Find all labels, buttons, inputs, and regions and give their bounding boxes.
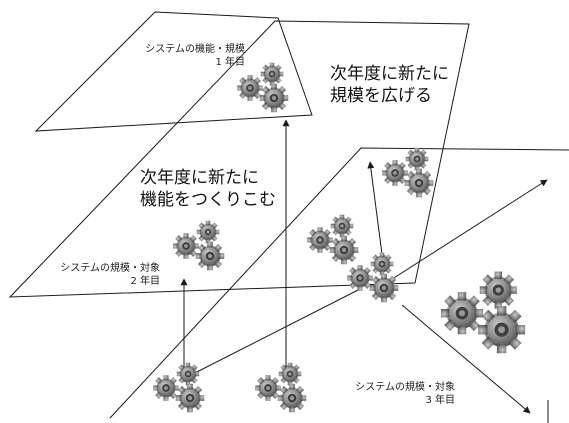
gears-icon (441, 272, 525, 354)
gears-icon (237, 63, 288, 113)
arrow-expand-lower-left (184, 287, 363, 379)
annotation-build-function-line2: 機能をつくりこむ (140, 190, 276, 210)
annotation-expand-scale-line1: 次年度に新たに (330, 64, 449, 84)
arrow-expand-lower-right (401, 304, 531, 414)
caption-year2-line1: システムの規模・対象 (60, 263, 160, 274)
gears-icon (173, 221, 224, 271)
gears-icon (255, 363, 306, 413)
caption-year1-line2: 1 年目 (215, 57, 245, 68)
gears-icon (307, 215, 358, 265)
caption-year3-line2: 3 年目 (425, 395, 455, 406)
gears-icon (153, 363, 204, 413)
gears-icon (347, 253, 398, 303)
annotation-expand-scale: 次年度に新たに 規模を広げる (330, 63, 449, 107)
annotation-build-function-line1: 次年度に新たに (140, 168, 259, 188)
plane-year2 (8, 20, 470, 298)
annotation-expand-scale-line2: 規模を広げる (330, 86, 432, 106)
arrow-vertical-right (367, 161, 386, 263)
annotation-build-function: 次年度に新たに 機能をつくりこむ (140, 167, 276, 211)
gears-icon (382, 148, 433, 198)
caption-year2-line2: 2 年目 (130, 276, 160, 287)
plane-year3 (109, 147, 569, 419)
arrow-expand-upper-right (374, 179, 548, 291)
caption-year3: システムの規模・対象 3 年目 (340, 381, 455, 407)
caption-year3-line1: システムの規模・対象 (355, 382, 455, 393)
caption-year2: システムの規模・対象 2 年目 (45, 262, 160, 288)
caption-year1: システムの機能・規模 1 年目 (120, 43, 245, 69)
plane-year1 (34, 11, 313, 132)
caption-year1-line1: システムの機能・規模 (145, 44, 245, 55)
